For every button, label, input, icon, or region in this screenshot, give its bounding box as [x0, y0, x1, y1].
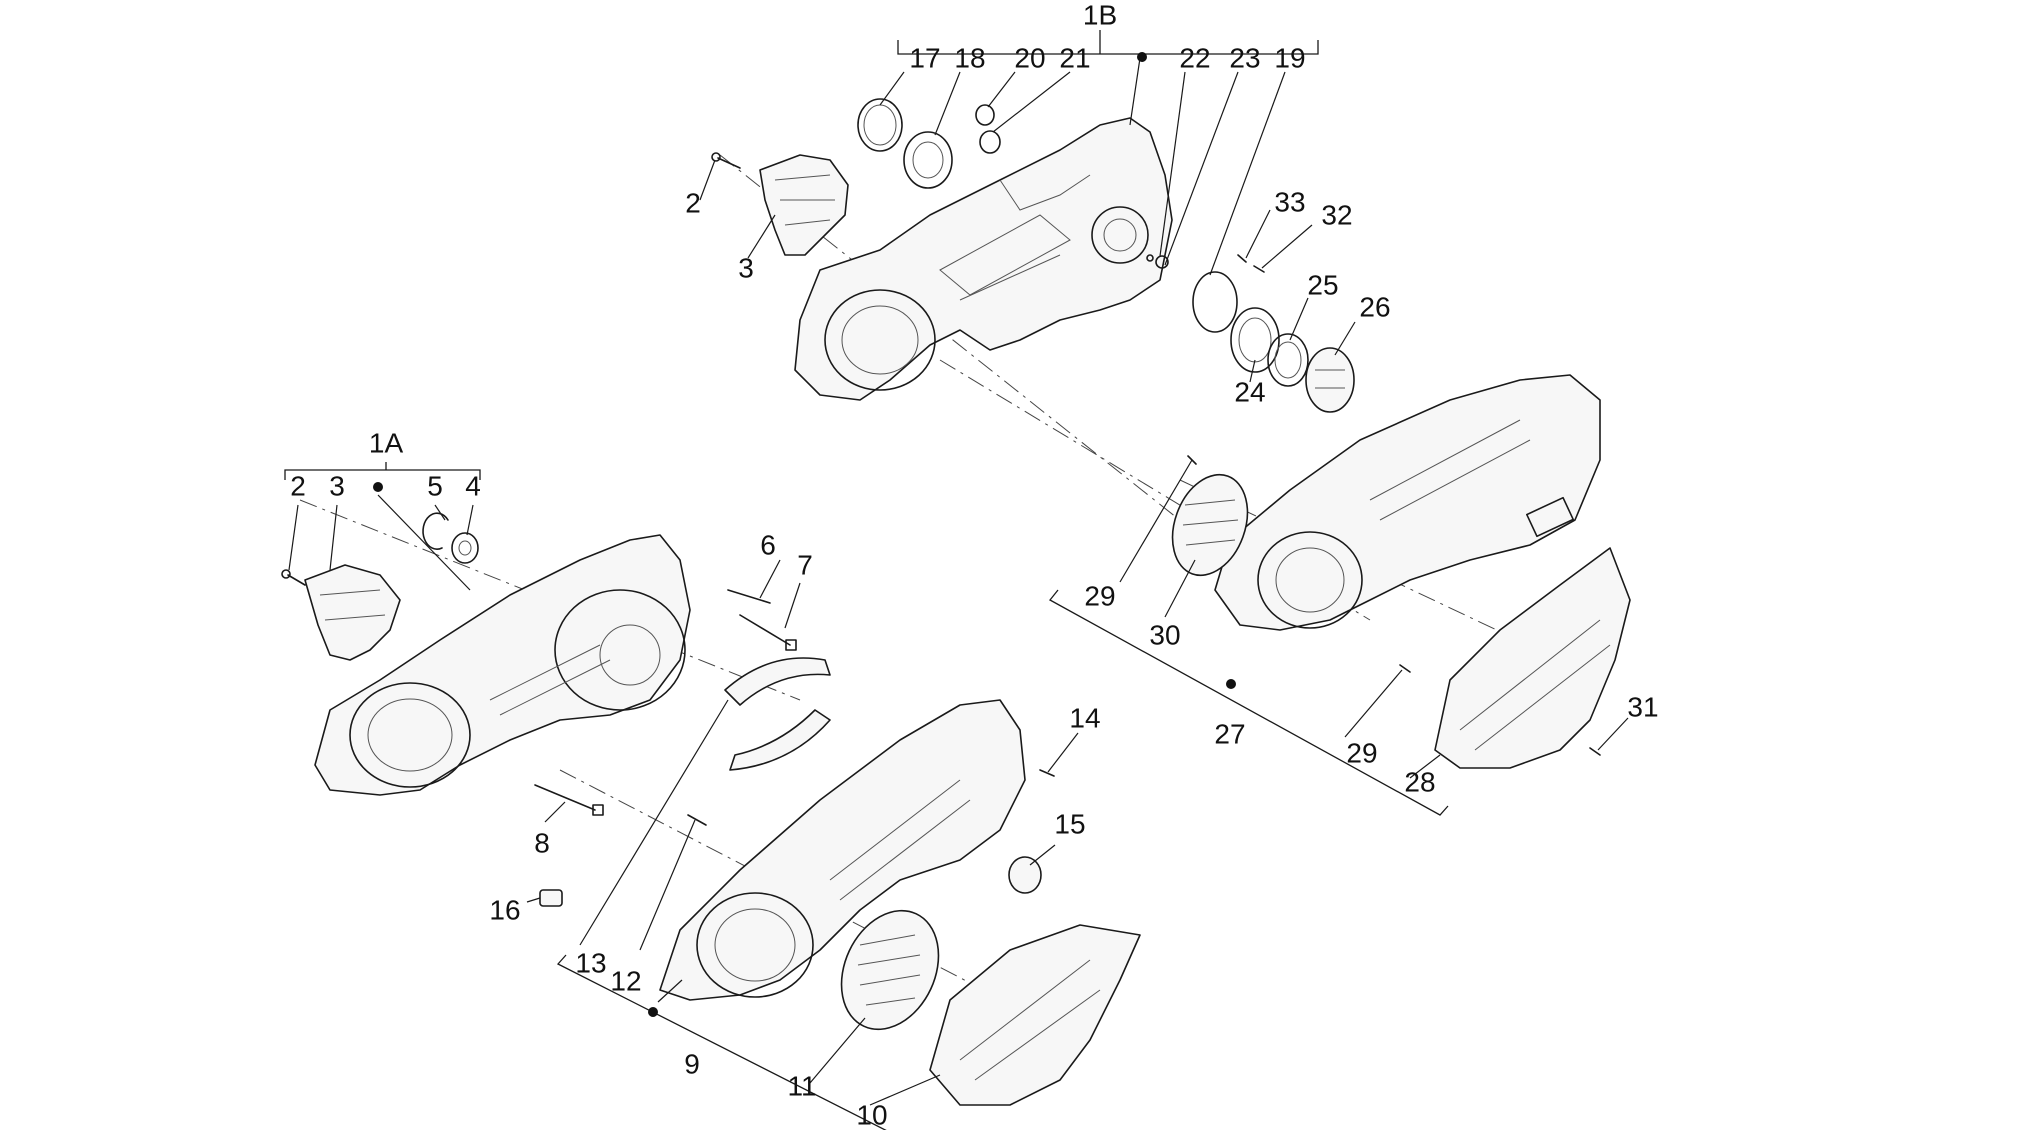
callout-3a: 3: [738, 252, 754, 283]
callout-14: 14: [1069, 702, 1100, 733]
callout-24: 24: [1234, 376, 1265, 407]
callout-21: 21: [1059, 42, 1090, 73]
cap-15: [1008, 856, 1042, 894]
callout-16: 16: [489, 894, 520, 925]
callout-5: 5: [427, 470, 443, 501]
washer-25: [1267, 333, 1309, 387]
callout-27: 27: [1214, 718, 1245, 749]
transmission-cover-1b: [794, 117, 1173, 401]
callout-26: 26: [1359, 291, 1390, 322]
callout-1b: 1B: [1083, 0, 1117, 30]
callout-2a: 2: [685, 187, 701, 218]
bracket-27: [1049, 589, 1449, 816]
circlip-19: [1192, 271, 1238, 333]
screw-31: [1589, 747, 1601, 756]
callout-labels: 1B 17 18 20 21 22 23 19 2 3 33 32 25 26 …: [290, 0, 1658, 1130]
callout-29b: 29: [1346, 737, 1377, 768]
air-intake-3a: [759, 154, 849, 256]
callout-28: 28: [1404, 766, 1435, 797]
callout-29a: 29: [1084, 580, 1115, 611]
callout-32: 32: [1321, 199, 1352, 230]
vent-grille-11: [840, 909, 940, 1031]
bolt-8: [534, 784, 604, 816]
seal-17: [857, 98, 903, 152]
callout-11: 11: [787, 1070, 816, 1101]
screw-14: [1039, 769, 1055, 777]
bolt-6: [727, 589, 771, 604]
callout-12: 12: [610, 965, 641, 996]
callout-18: 18: [954, 42, 985, 73]
bracket-9: [556, 954, 887, 1130]
bearing-20: [975, 104, 995, 126]
air-intake-3b: [304, 564, 401, 661]
transmission-cover-1a: [314, 534, 691, 796]
bearing-21: [979, 130, 1001, 154]
outer-cover-28: [1434, 547, 1631, 769]
screw-12: [687, 814, 707, 826]
callout-10: 10: [856, 1099, 887, 1130]
cap-26: [1305, 347, 1355, 413]
callout-33: 33: [1274, 186, 1305, 217]
callout-22: 22: [1179, 42, 1210, 73]
callout-25: 25: [1307, 269, 1338, 300]
callout-2b: 2: [290, 470, 306, 501]
callout-1a: 1A: [369, 427, 404, 458]
marker-dots: [373, 52, 1236, 1017]
callout-3b: 3: [329, 470, 345, 501]
screw-2b: [281, 569, 306, 586]
lower-cover-9: [659, 699, 1026, 1001]
leader-lines: [288, 57, 1629, 1106]
bolt-7: [739, 614, 797, 651]
seal-18: [903, 131, 953, 189]
callout-20: 20: [1014, 42, 1045, 73]
callout-8: 8: [534, 827, 550, 858]
outer-cover-10: [929, 924, 1141, 1106]
screw-32: [1253, 265, 1265, 273]
callout-9: 9: [684, 1048, 700, 1079]
screw-2a: [711, 152, 741, 169]
callout-31: 31: [1627, 691, 1658, 722]
callout-17: 17: [909, 42, 940, 73]
bracket-1b: [897, 30, 1319, 55]
callout-30: 30: [1149, 619, 1180, 650]
bracket-1a: [284, 462, 481, 480]
vent-30: [1171, 473, 1249, 577]
screw-33: [1237, 254, 1247, 263]
bearing-4: [451, 532, 479, 564]
callout-15: 15: [1054, 808, 1085, 839]
callout-6: 6: [760, 529, 776, 560]
right-cover-27: [1214, 374, 1601, 631]
callout-13: 13: [575, 947, 606, 978]
screw-29b: [1399, 664, 1411, 673]
callout-7: 7: [797, 549, 813, 580]
callout-23: 23: [1229, 42, 1260, 73]
gasket-13: [724, 657, 831, 771]
callout-4: 4: [465, 470, 481, 501]
callout-19: 19: [1274, 42, 1305, 73]
clip-16: [539, 889, 563, 907]
nut-22-23: [1146, 254, 1169, 269]
